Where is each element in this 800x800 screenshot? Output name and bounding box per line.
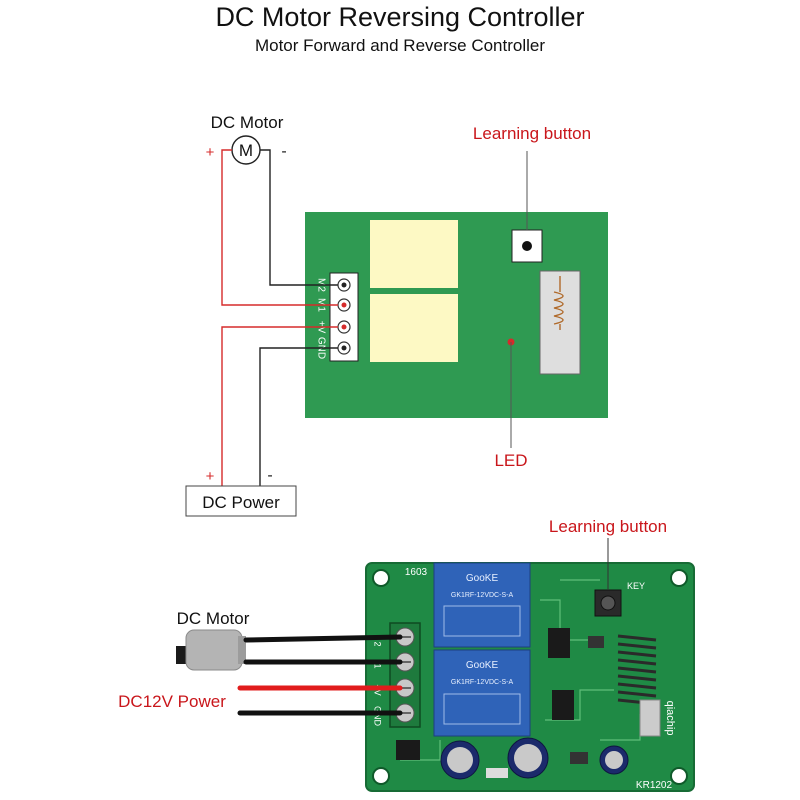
motor-minus-sign: - <box>281 143 286 160</box>
power-minus-sign: - <box>267 467 272 484</box>
model-text: KR1202 <box>636 780 673 791</box>
motor-end <box>238 636 246 664</box>
capacitor <box>440 740 480 780</box>
photo-power-label: DC12V Power <box>118 692 226 711</box>
photo-terminal-label-1: 1 <box>373 663 383 668</box>
motor-symbol: M <box>239 141 253 160</box>
schematic: M2 M1 +V GND M + - + - <box>185 113 608 517</box>
photo-motor-label: DC Motor <box>177 609 250 628</box>
antenna-coil <box>553 276 564 330</box>
smd-component <box>486 768 508 778</box>
power-plus-sign: + <box>206 468 215 485</box>
capacitor <box>507 737 549 779</box>
photo-terminal-label-gnd: GND <box>373 706 383 727</box>
photo-terminal-label-2: 2 <box>373 641 383 646</box>
crystal <box>639 699 661 737</box>
mount-hole <box>670 767 688 785</box>
photo-wires <box>237 634 403 716</box>
schematic-wires <box>221 149 338 486</box>
relay-model: GK1RF-12VDC-S-A <box>451 679 514 686</box>
motor-plus-sign: + <box>206 144 215 161</box>
mount-hole <box>670 569 688 587</box>
relay-model: GK1RF-12VDC-S-A <box>451 592 514 599</box>
power-box <box>185 485 297 517</box>
ic-chip <box>548 628 570 658</box>
board-code: 1603 <box>405 567 428 578</box>
page-subtitle: Motor Forward and Reverse Controller <box>254 36 546 55</box>
mount-hole <box>372 569 390 587</box>
relay-pad-top <box>370 220 458 288</box>
photo-learning-button-label: Learning button <box>549 517 667 536</box>
button-dot <box>522 241 532 251</box>
ic-chip <box>552 690 574 720</box>
relay-brand: GooKE <box>466 660 499 671</box>
capacitor <box>599 745 629 775</box>
photo-terminal-screws <box>395 627 415 723</box>
key-text: KEY <box>627 581 645 591</box>
power-label: DC Power <box>202 493 280 512</box>
relay-2: GooKE GK1RF-12VDC-S-A <box>433 649 531 737</box>
smd-component <box>570 752 588 764</box>
mount-hole <box>372 767 390 785</box>
relay-1: GooKE GK1RF-12VDC-S-A <box>433 562 531 648</box>
learning-button-label: Learning button <box>473 124 591 143</box>
led-label: LED <box>494 451 527 470</box>
smd-component <box>588 636 604 648</box>
motor-body <box>185 629 243 671</box>
relay-pad-bottom <box>370 294 458 362</box>
motor-label: DC Motor <box>211 113 284 132</box>
photo-section: 1603 GooKE GK1RF-12VDC-S-A GooKE GK1RF-1… <box>118 517 695 792</box>
brand-text: qiachip <box>664 701 676 736</box>
relay-brand: GooKE <box>466 573 499 584</box>
page-title: DC Motor Reversing Controller <box>215 2 585 32</box>
transistor <box>396 740 420 760</box>
